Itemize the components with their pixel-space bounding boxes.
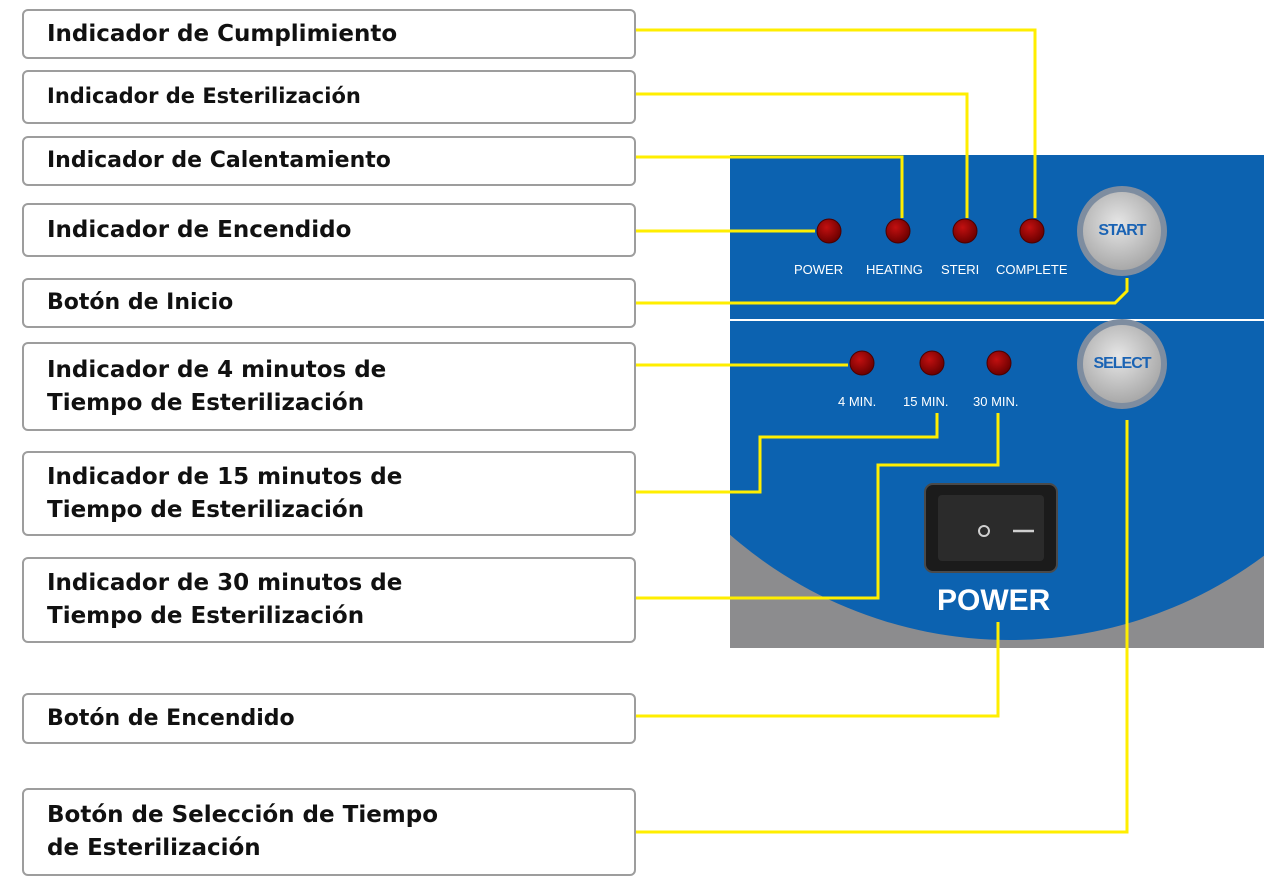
led-label-steri: STERI xyxy=(941,262,980,277)
start-button-face xyxy=(1083,192,1161,270)
led-label-complete: COMPLETE xyxy=(996,262,1068,277)
select-button-label[interactable]: SELECT xyxy=(1093,355,1151,372)
time-label-4-min: 4 MIN. xyxy=(838,394,877,409)
led-30-min xyxy=(986,350,1012,376)
select-button-face xyxy=(1083,325,1161,403)
label-heating-indicator: Indicador de Calentamiento xyxy=(22,136,636,186)
label-15-min-indicator: Indicador de 15 minutos de Tiempo de Est… xyxy=(22,451,636,536)
led-power xyxy=(816,218,842,244)
label-power-indicator: Indicador de Encendido xyxy=(22,203,636,257)
power-switch-rocker xyxy=(938,495,1044,561)
led-label-power: POWER xyxy=(794,262,844,277)
label-4-min-indicator: Indicador de 4 minutos de Tiempo de Este… xyxy=(22,342,636,431)
led-steri xyxy=(952,218,978,244)
led-complete xyxy=(1019,218,1045,244)
time-label-30-min: 30 MIN. xyxy=(973,394,1019,409)
label-power-button: Botón de Encendido xyxy=(22,693,636,744)
led-heating xyxy=(885,218,911,244)
label-30-min-indicator: Indicador de 30 minutos de Tiempo de Est… xyxy=(22,557,636,643)
led-15-min xyxy=(919,350,945,376)
label-select-button: Botón de Selección de Tiempo de Esterili… xyxy=(22,788,636,876)
power-switch-label: POWER xyxy=(937,584,1051,617)
led-4-min xyxy=(849,350,875,376)
label-completion-indicator: Indicador de Cumplimiento xyxy=(22,9,636,59)
start-button-label[interactable]: START xyxy=(1098,222,1146,239)
label-start-button: Botón de Inicio xyxy=(22,278,636,328)
time-label-15-min: 15 MIN. xyxy=(903,394,949,409)
label-sterilization-indicator: Indicador de Esterilización xyxy=(22,70,636,124)
led-label-heating: HEATING xyxy=(866,262,923,277)
